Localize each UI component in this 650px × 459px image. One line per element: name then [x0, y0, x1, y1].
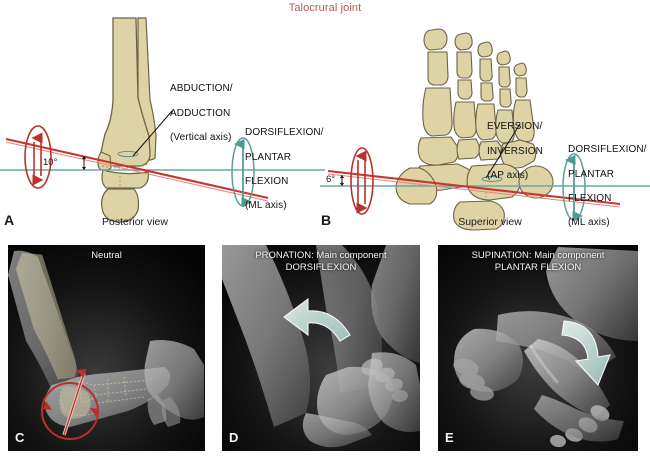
annotation-abduction-adduction: ABDUCTION/ ADDUCTION (Vertical axis): [170, 71, 233, 156]
anno-line-1: EVERSION/: [487, 121, 543, 133]
panel-letter-a: A: [4, 212, 15, 228]
panel-b-caption: Superior view: [458, 216, 522, 228]
panel-c-caption: Neutral: [91, 250, 122, 261]
panel-letter-d: D: [229, 430, 239, 445]
panel-e-caption: SUPINATION: Main component PLANTAR FLEXI…: [471, 250, 605, 273]
anno-line-3: (AP axis): [487, 170, 529, 182]
anno-line-2: ADDUCTION: [170, 107, 231, 119]
anno-line-2: PLANTAR: [245, 151, 292, 163]
annotation-dorsiflexion-plantarflexion-a: DORSIFLEXION/ PLANTAR FLEXION (ML axis): [245, 115, 324, 225]
anno-line-4: (ML axis): [245, 200, 287, 212]
anno-line-3: FLEXION: [568, 193, 612, 205]
panel-letter-e: E: [445, 430, 454, 445]
panel-d-photo: PRONATION: Main component DORSIFLEXION D: [222, 245, 420, 451]
panel-e-photo: SUPINATION: Main component PLANTAR FLEXI…: [438, 245, 638, 451]
panel-d-caption: PRONATION: Main component DORSIFLEXION: [255, 250, 387, 273]
panel-e-image: [438, 245, 638, 451]
figure-title: Talocrural joint: [288, 2, 362, 14]
anno-line-3: (Vertical axis): [170, 132, 232, 144]
panel-d-image: [222, 245, 420, 451]
anno-line-1: DORSIFLEXION/: [245, 127, 324, 139]
panel-letter-b: B: [321, 212, 332, 228]
annotation-dorsiflexion-plantarflexion-b: DORSIFLEXION/ PLANTAR FLEXION (ML axis): [568, 132, 647, 242]
anno-line-3: FLEXION: [245, 176, 289, 188]
anno-line-2: PLANTAR: [568, 168, 615, 180]
annotation-eversion-inversion: EVERSION/ INVERSION (AP axis): [487, 109, 543, 194]
panel-a-illustration: [0, 17, 325, 223]
panel-b: EVERSION/ INVERSION (AP axis) DORSIFLEXI…: [320, 16, 650, 231]
anno-line-1: DORSIFLEXION/: [568, 144, 647, 156]
panel-b-illustration: [320, 28, 650, 231]
panel-c-image: [8, 245, 205, 451]
anno-line-2: INVERSION: [487, 145, 543, 157]
panel-letter-c: C: [15, 430, 25, 445]
angle-label-a: 10°: [43, 157, 58, 168]
anno-line-1: ABDUCTION/: [170, 83, 233, 95]
panel-a: ABDUCTION/ ADDUCTION (Vertical axis) DOR…: [0, 16, 325, 231]
panel-c-photo: Neutral C: [8, 245, 205, 451]
angle-label-b: 6°: [326, 174, 336, 185]
anno-line-4: (ML axis): [568, 217, 610, 229]
panel-a-caption: Posterior view: [102, 216, 168, 228]
